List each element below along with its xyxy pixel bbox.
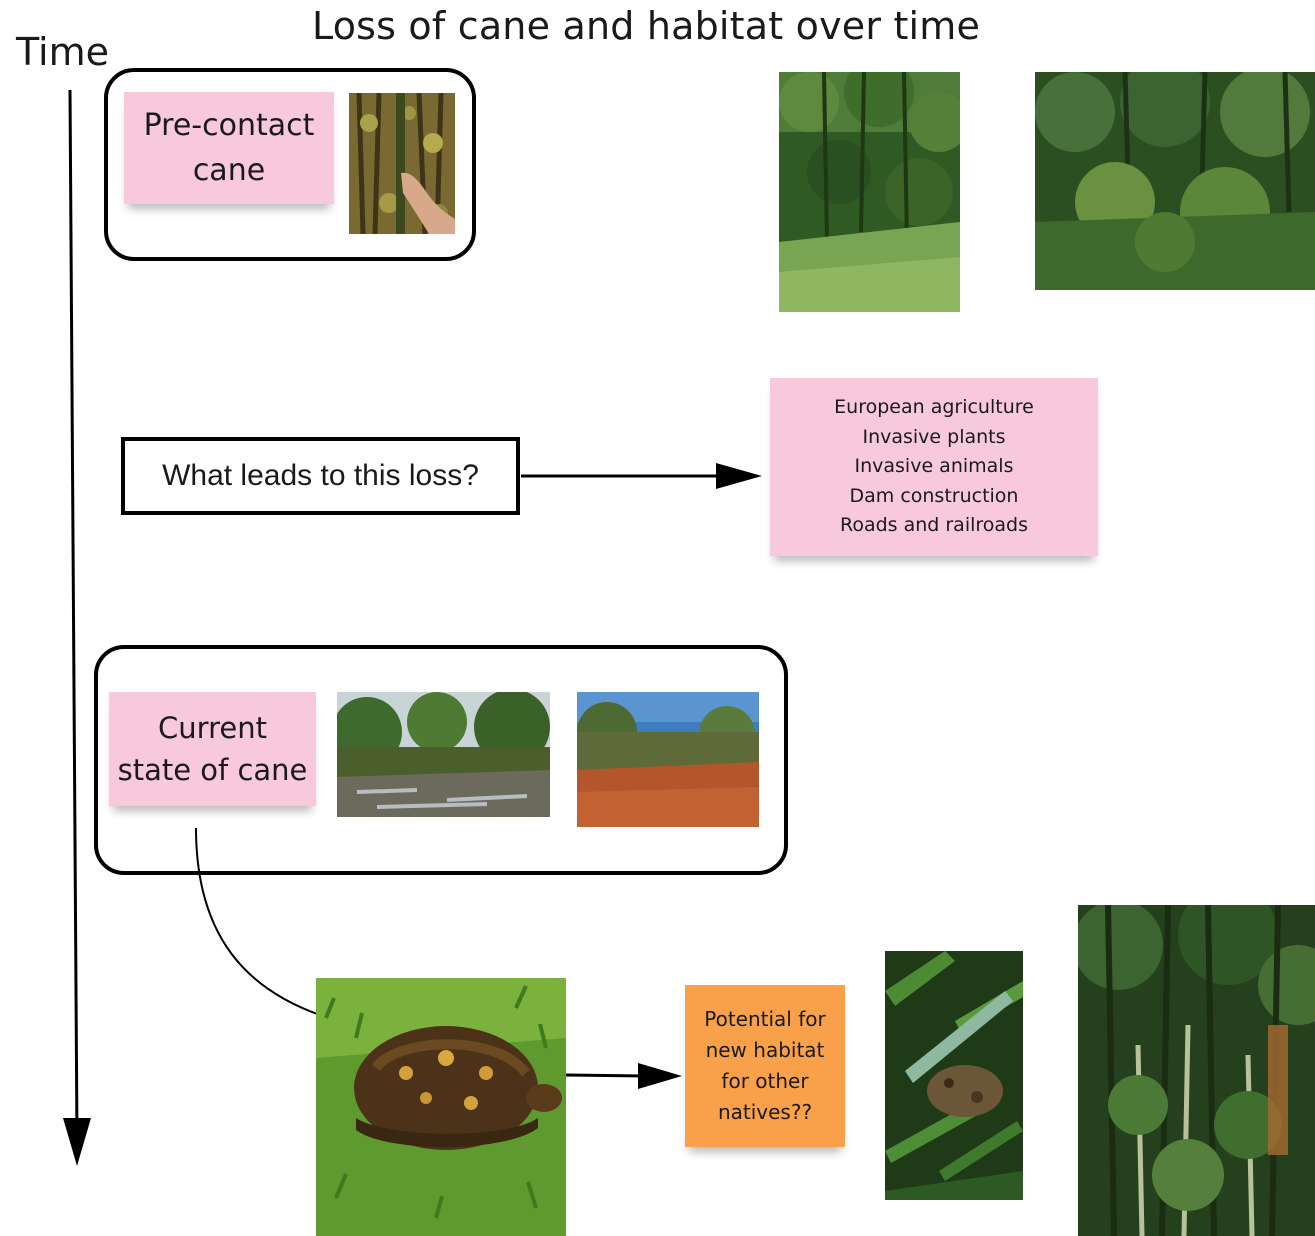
potential-note: Potential for new habitat for other nati… <box>685 985 845 1147</box>
pre-contact-note: Pre-contact cane <box>124 92 334 204</box>
cause-item: Invasive plants <box>862 425 1006 448</box>
cause-item: Roads and railroads <box>839 514 1029 537</box>
toad-in-cane-photo <box>885 951 1023 1200</box>
causes-arrowhead <box>716 463 762 489</box>
forest-edge-photo <box>779 72 960 312</box>
time-axis-arrowhead <box>63 1118 91 1166</box>
cause-item: European agriculture <box>834 396 1034 419</box>
time-axis-line <box>68 89 79 1141</box>
potential-line: for other <box>721 1069 809 1093</box>
potential-line: natives?? <box>717 1100 813 1124</box>
pre-contact-line-1: Pre-contact <box>143 108 315 143</box>
cause-item: Dam construction <box>849 484 1019 507</box>
time-axis-label: Time <box>16 30 109 74</box>
potential-arrow-line <box>565 1073 646 1078</box>
box-turtle-photo <box>316 978 566 1236</box>
potential-line: Potential for <box>704 1007 826 1031</box>
cane-stalk-photo <box>349 93 455 234</box>
forest-understory-photo <box>1035 72 1315 290</box>
potential-line: new habitat <box>705 1038 825 1062</box>
current-state-line-1: Current <box>158 710 267 745</box>
cause-item: Invasive animals <box>854 455 1014 478</box>
current-state-note: Current state of cane <box>109 692 316 806</box>
current-to-turtle-curve <box>195 827 321 1016</box>
bare-soil-photo <box>577 692 759 827</box>
question-box: What leads to this loss? <box>121 437 520 515</box>
pre-contact-line-2: cane <box>192 153 266 188</box>
causes-note: European agriculture Invasive plants Inv… <box>770 378 1098 556</box>
current-state-line-2: state of cane <box>117 753 308 787</box>
potential-arrowhead <box>638 1063 682 1089</box>
pre-contact-frame <box>104 68 476 261</box>
current-state-frame <box>94 645 788 875</box>
diagram-title: Loss of cane and habitat over time <box>312 4 981 48</box>
cane-forest-photo <box>1078 905 1315 1236</box>
flooded-clearing-photo <box>337 692 550 817</box>
